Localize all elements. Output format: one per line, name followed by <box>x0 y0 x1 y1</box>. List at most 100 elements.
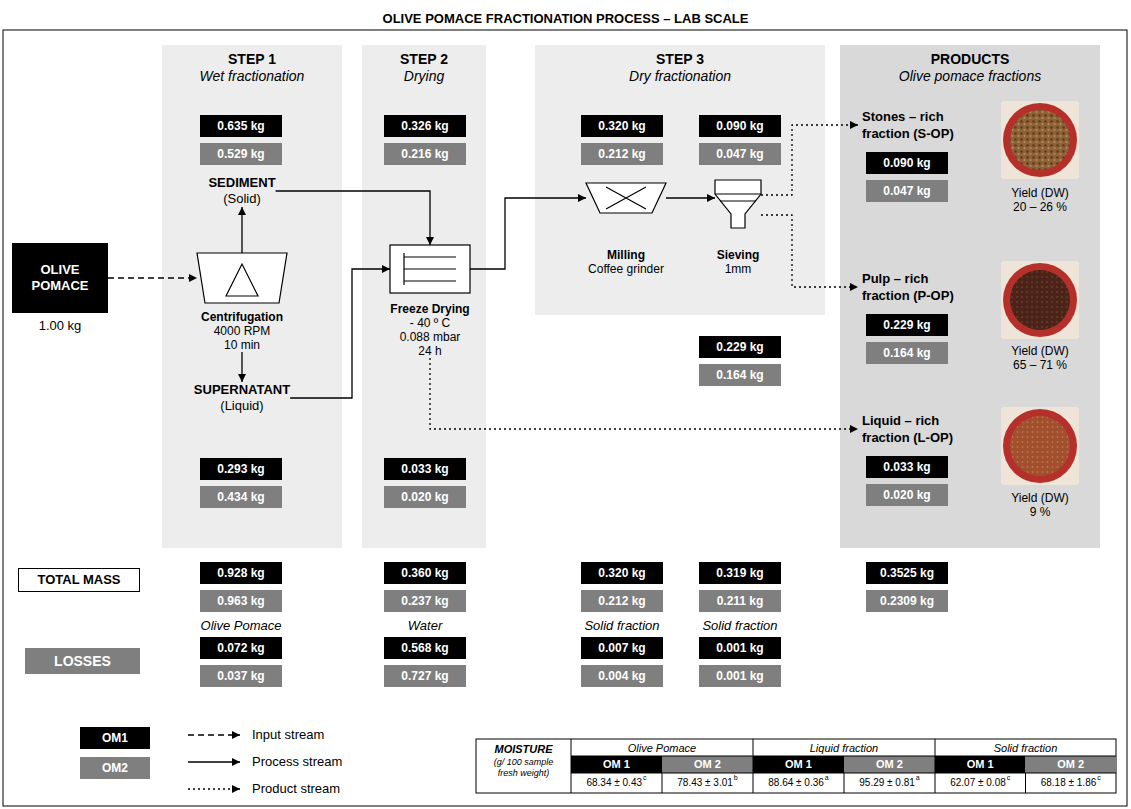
stream-label: SEDIMENT(Solid) <box>208 175 275 207</box>
mass-box: 0.237 kg <box>384 590 466 612</box>
unit-name: Sieving <box>717 248 760 262</box>
column-subheader: OM 1 <box>785 758 812 771</box>
table-cell-fill <box>935 756 1026 773</box>
label-slot: 68.18 ± 1.86 <box>1041 777 1097 789</box>
column-header: Olive Pomace <box>628 741 696 755</box>
stream-name: SEDIMENT <box>208 175 275 191</box>
label-slot: c <box>1007 774 1011 782</box>
mass-box: 0.090 kg <box>699 115 781 137</box>
label-slot: MOISTURE <box>494 743 552 756</box>
label-slot: 95.29 ± 0.81 <box>859 777 915 789</box>
table-cell-fill <box>753 756 844 773</box>
mass-value: 0.360 kg <box>401 566 448 580</box>
table-cell: 62.07 ± 0.08 <box>950 777 1006 789</box>
mass-box: 0.326 kg <box>384 115 466 137</box>
fraction-photo <box>1001 261 1079 339</box>
label-slot: Olive Pomace <box>201 618 282 634</box>
mass-value: 0.635 kg <box>217 119 264 133</box>
table-cell: 68.18 ± 1.86 <box>1041 777 1097 789</box>
panel-subtitle: Dry fractionation <box>629 68 731 85</box>
mass-value: 0.047 kg <box>716 147 763 161</box>
mass-box: 0.529 kg <box>200 143 282 165</box>
mass-value: 0.319 kg <box>716 566 763 580</box>
mass-box: 0.360 kg <box>384 562 466 584</box>
panel-subtitle: Drying <box>404 68 444 85</box>
stream-phase: (Liquid) <box>220 398 263 414</box>
freeze-dryer-symbol <box>390 245 470 293</box>
label-slot: a <box>825 774 829 782</box>
mass-box: 0.320 kg <box>581 115 663 137</box>
fraction-name: Pulp – rich fraction (P-OP) <box>862 270 957 304</box>
unit-operation: Freeze Drying- 40 º C 0.088 mbar 24 h <box>390 245 470 358</box>
sieve-symbol <box>715 194 761 201</box>
step-panel: STEP 3Dry fractionation0.320 kg0.212 kg0… <box>535 45 825 315</box>
fraction-yield: Yield (DW) 20 – 26 % <box>1010 186 1071 214</box>
fraction-name: Stones – rich fraction (S-OP) <box>862 108 957 142</box>
freeze-dryer-symbol <box>404 253 456 285</box>
significance-letter: c <box>1007 774 1011 782</box>
mass-box: 0.211 kg <box>699 590 781 612</box>
panel-heading: STEP 2 <box>400 51 448 68</box>
significance-letter: a <box>916 774 920 782</box>
label-slot: b <box>734 774 738 782</box>
mass-box: 0.020 kg <box>384 486 466 508</box>
mass-box: 0.164 kg <box>699 364 781 386</box>
step-panel: PRODUCTSOlive pomace fractionsStones – r… <box>840 45 1100 548</box>
column-subheader: OM 2 <box>694 758 721 771</box>
stream-name: SUPERNATANT <box>194 382 290 398</box>
column-header: Solid fraction <box>994 741 1058 755</box>
row-header-box: TOTAL MASS <box>18 568 140 592</box>
mass-box: 0.293 kg <box>200 458 282 480</box>
diagram-title: OLIVE POMACE FRACTIONATION PROCESS – LAB… <box>383 11 749 27</box>
mass-value: 0.001 kg <box>716 669 763 683</box>
table-grid <box>571 739 1116 793</box>
label-slot: OM 1 <box>603 758 630 771</box>
frame <box>3 30 1127 806</box>
loss-name: Solid fraction <box>702 618 777 634</box>
mass-value: 0.164 kg <box>883 346 930 360</box>
mass-box: 0.004 kg <box>581 665 663 687</box>
legend-text: Process stream <box>252 754 342 770</box>
table-heading: MOISTURE <box>494 743 552 756</box>
table-cell: 78.43 ± 3.01 <box>677 777 733 789</box>
label-slot: Solid fraction <box>702 618 777 634</box>
mass-value: 0.020 kg <box>883 488 930 502</box>
loss-name: Water <box>408 618 442 634</box>
mass-box: 0.020 kg <box>866 484 948 506</box>
fraction-yield: Yield (DW) 65 – 71 % <box>1010 344 1071 372</box>
table-grid <box>476 739 1116 793</box>
mass-value: 0.434 kg <box>217 490 264 504</box>
fraction-photo <box>1001 407 1079 485</box>
unit-conditions: 4000 RPM 10 min <box>212 324 272 352</box>
mass-value: 0.3525 kg <box>880 566 934 580</box>
fraction-photo <box>1010 110 1070 170</box>
unit-conditions: Coffee grinder <box>588 262 664 276</box>
mass-box: 0.037 kg <box>200 665 282 687</box>
legend-text: OM2 <box>102 761 128 775</box>
flow-arrow <box>470 198 586 269</box>
legend-entry: Process stream <box>252 754 342 770</box>
step-panel-ground <box>535 45 825 315</box>
significance-letter: a <box>825 774 829 782</box>
column-subheader: OM 2 <box>1057 758 1084 771</box>
mass-box: 0.001 kg <box>699 637 781 659</box>
panel-heading: STEP 3 <box>656 51 704 68</box>
flow-arrow <box>290 269 390 398</box>
fraction-name: Liquid – rich fraction (L-OP) <box>862 412 956 446</box>
label-slot: OM 2 <box>1057 758 1084 771</box>
legend-swatch: OM1 <box>80 727 150 749</box>
mass-value: 0.047 kg <box>883 184 930 198</box>
mass-box: 0.2309 kg <box>866 590 948 612</box>
mass-value: 0.211 kg <box>717 594 764 608</box>
column-header: Liquid fraction <box>810 741 879 755</box>
mass-value: 0.293 kg <box>217 462 264 476</box>
legend-swatch: OM2 <box>80 757 150 779</box>
mass-box: 0.963 kg <box>200 590 282 612</box>
mass-box: 0.090 kg <box>866 152 948 174</box>
mass-box: 0.164 kg <box>866 342 948 364</box>
unit-operation: Centrifugation4000 RPM 10 min <box>197 253 287 352</box>
label-slot: 62.07 ± 0.08 <box>950 777 1006 789</box>
column-subheader: OM 2 <box>876 758 903 771</box>
mass-value: 0.072 kg <box>217 641 264 655</box>
